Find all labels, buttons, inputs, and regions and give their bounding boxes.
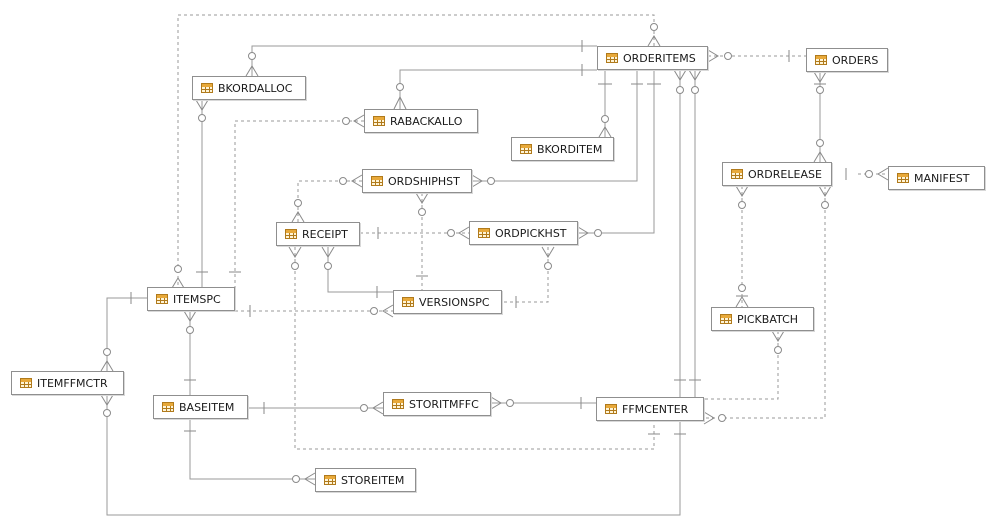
entity-label: RECEIPT bbox=[302, 227, 348, 241]
rel-orderitems-ordpickhst bbox=[578, 70, 655, 234]
entity-label: ITEMSPC bbox=[173, 292, 221, 306]
table-icon bbox=[720, 314, 732, 324]
entity-storitmffc[interactable]: STORITMFFC bbox=[383, 392, 491, 416]
table-icon bbox=[605, 404, 617, 414]
rel-rabackallo-itemspc bbox=[234, 120, 364, 288]
table-icon bbox=[373, 116, 385, 126]
entity-label: ORDRELEASE bbox=[748, 167, 822, 181]
table-icon bbox=[815, 55, 827, 65]
entity-label: ORDERITEMS bbox=[623, 51, 696, 65]
rel-itemffmctr-ffmcenter bbox=[106, 395, 681, 516]
entity-bkorditem[interactable]: BKORDITEM bbox=[511, 137, 614, 161]
table-icon bbox=[324, 475, 336, 485]
entity-label: MANIFEST bbox=[914, 171, 970, 185]
entity-label: VERSIONSPC bbox=[419, 295, 490, 309]
table-icon bbox=[731, 169, 743, 179]
entity-label: RABACKALLO bbox=[390, 114, 463, 128]
table-icon bbox=[156, 294, 168, 304]
entity-label: FFMCENTER bbox=[622, 402, 689, 416]
entity-orderitems[interactable]: ORDERITEMS bbox=[597, 46, 708, 70]
entity-label: ORDERS bbox=[832, 53, 879, 67]
entity-itemffmctr[interactable]: ITEMFFMCTR bbox=[11, 371, 124, 395]
rel-orderitems-ordshiphst bbox=[472, 70, 638, 182]
table-icon bbox=[606, 53, 618, 63]
table-icon bbox=[162, 402, 174, 412]
entity-label: PICKBATCH bbox=[737, 312, 799, 326]
entity-ffmcenter[interactable]: FFMCENTER bbox=[596, 397, 704, 421]
entity-ordshiphst[interactable]: ORDSHIPHST bbox=[362, 169, 472, 193]
entity-pickbatch[interactable]: PICKBATCH bbox=[711, 307, 814, 331]
rel-orderitems-itemspc bbox=[177, 14, 655, 288]
table-icon bbox=[371, 176, 383, 186]
entity-bkordalloc[interactable]: BKORDALLOC bbox=[192, 76, 306, 100]
table-icon bbox=[201, 83, 213, 93]
entity-baseitem[interactable]: BASEITEM bbox=[153, 395, 248, 419]
entity-label: BASEITEM bbox=[179, 400, 235, 414]
table-icon bbox=[520, 144, 532, 154]
table-icon bbox=[392, 399, 404, 409]
crows-feet bbox=[100, 35, 889, 486]
entity-itemspc[interactable]: ITEMSPC bbox=[147, 287, 235, 311]
table-icon bbox=[402, 297, 414, 307]
table-icon bbox=[478, 228, 490, 238]
rel-pickbatch-ffmcenter bbox=[704, 331, 779, 400]
entity-ordpickhst[interactable]: ORDPICKHST bbox=[469, 221, 578, 245]
rel-itemspc-itemffmctr bbox=[106, 297, 147, 371]
entity-label: BKORDITEM bbox=[537, 142, 603, 156]
entity-versionspc[interactable]: VERSIONSPC bbox=[393, 290, 502, 314]
table-icon bbox=[285, 229, 297, 239]
rel-orderitems-rabackallo bbox=[399, 69, 597, 109]
rel-ordpickhst-versionspc bbox=[502, 247, 549, 303]
entity-label: ORDSHIPHST bbox=[388, 174, 460, 188]
entity-rabackallo[interactable]: RABACKALLO bbox=[364, 109, 478, 133]
entity-ordrelease[interactable]: ORDRELEASE bbox=[722, 162, 832, 186]
cardinality-bars bbox=[130, 40, 847, 435]
entity-manifest[interactable]: MANIFEST bbox=[888, 166, 985, 190]
entity-label: BKORDALLOC bbox=[218, 81, 293, 95]
entity-receipt[interactable]: RECEIPT bbox=[276, 222, 360, 246]
entity-label: ITEMFFMCTR bbox=[37, 376, 108, 390]
entity-label: STORITMFFC bbox=[409, 397, 479, 411]
entity-label: STOREITEM bbox=[341, 473, 405, 487]
rel-receipt-versionspc bbox=[327, 247, 393, 293]
entity-orders[interactable]: ORDERS bbox=[806, 48, 888, 72]
table-icon bbox=[20, 378, 32, 388]
entity-storeitem[interactable]: STOREITEM bbox=[315, 468, 416, 492]
rel-orderitems-bkordalloc bbox=[251, 45, 597, 76]
entity-label: ORDPICKHST bbox=[495, 226, 567, 240]
rel-baseitem-storeitem bbox=[189, 420, 315, 480]
rel-ordshiphst-receipt bbox=[297, 180, 362, 222]
rel-ordrelease-ffmcenter bbox=[704, 186, 826, 419]
cardinality-circles bbox=[103, 23, 873, 483]
table-icon bbox=[897, 173, 909, 183]
